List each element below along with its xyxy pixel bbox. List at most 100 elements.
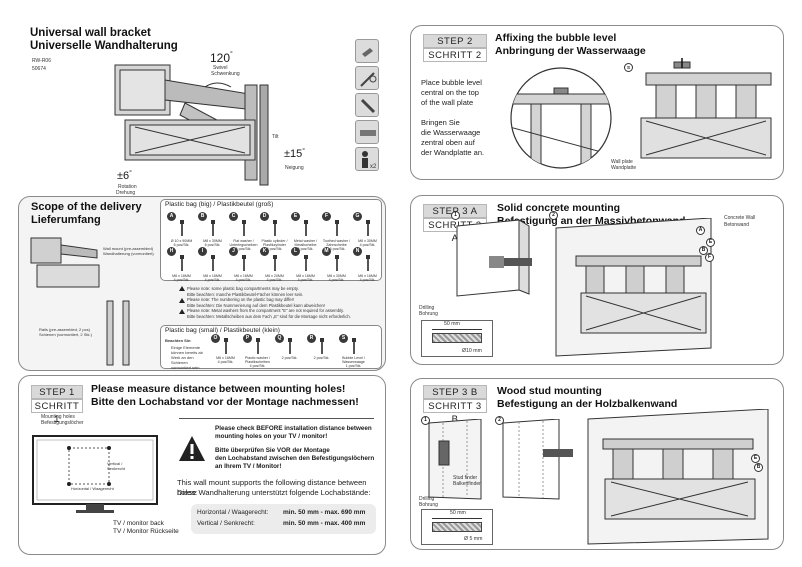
part-letter: M bbox=[322, 247, 331, 256]
tilt-angle: ±15° bbox=[284, 148, 305, 160]
tilt-degree: ° bbox=[302, 148, 306, 155]
part-qty: 4 pcs/Stk. bbox=[359, 243, 376, 248]
step3b-title-de: Befestigung an der Holzbalkenwand bbox=[497, 398, 678, 410]
rotation-angle: ±6° bbox=[117, 170, 132, 182]
holes-label-de: Befestigungslöcher bbox=[41, 420, 84, 426]
step3b-diameter: Ø 5 mm bbox=[464, 536, 483, 542]
part-label: 2 pcs/Stk. bbox=[273, 356, 306, 360]
step2-title-en: Affixing the bubble level bbox=[495, 32, 617, 44]
part-desc: M8 x 30MM bbox=[327, 274, 346, 278]
step3b-title-en: Wood stud mounting bbox=[497, 385, 602, 397]
part-icon bbox=[363, 255, 373, 271]
warning-de-line2: den Lochabstand zwischen den Befestigung… bbox=[215, 455, 375, 462]
vertical-row-label: Vertical / Senkrecht: bbox=[197, 520, 255, 527]
part-desc: Metal washer / Metallscheibe bbox=[293, 239, 318, 248]
note-text: Bitte beachten: Die Nummerierung auf dem… bbox=[187, 302, 326, 308]
warning-en-line2: mounting holes on your TV / monitor! bbox=[215, 433, 328, 440]
part-qty: 4 pcs/Stk. bbox=[328, 278, 345, 283]
part-icon bbox=[301, 255, 311, 271]
warning-text-en: Please check BEFORE installation distanc… bbox=[215, 425, 372, 441]
step3a-drill-en: Drilling bbox=[419, 305, 435, 311]
part-desc: M8 x 16MM bbox=[203, 274, 222, 278]
screwdriver-icon bbox=[355, 66, 379, 90]
part-desc: Toothed washer / Zahnscheibe bbox=[322, 239, 351, 248]
wood-mounting-illustration bbox=[587, 409, 769, 545]
holes-label-en: Mounting holes bbox=[41, 414, 75, 420]
part-letter: N bbox=[353, 247, 362, 256]
note-line: Bitte beachten: Die Nummerierung auf dem… bbox=[187, 303, 325, 308]
part-letter: A bbox=[167, 212, 176, 221]
note-line: Bitte beachten: manche Plastikbeutel-Fäc… bbox=[187, 292, 303, 297]
part-letter: O bbox=[211, 334, 220, 343]
part-marker: B bbox=[754, 463, 763, 472]
part-qty: 4 pcs/Stk. bbox=[173, 278, 190, 283]
scope-title-de: Lieferumfang bbox=[31, 214, 101, 226]
model-number-2: 50674 bbox=[32, 66, 46, 72]
rotation-angle-value: ±6 bbox=[117, 170, 130, 182]
vertical-row-value: min. 50 mm - max. 400 mm bbox=[283, 520, 366, 527]
part-desc: Ø 10 x 90MM bbox=[170, 239, 193, 243]
note-line: Please note: Metal washers from the comp… bbox=[179, 308, 344, 314]
part-icon bbox=[221, 338, 231, 354]
part-marker: A bbox=[696, 226, 705, 235]
part-icon bbox=[208, 220, 218, 236]
part-qty: 6 pcs/Stk. bbox=[173, 243, 190, 248]
step1-panel: STEP 1 SCHRITT 1 Please measure distance… bbox=[18, 375, 386, 555]
part-letter: S bbox=[339, 334, 348, 343]
note-text: Please note: some plastic bag compartmen… bbox=[187, 286, 299, 291]
rotation-label-de: Drehung bbox=[116, 190, 136, 196]
note-line: Please note: The numbering on the plasti… bbox=[179, 297, 294, 303]
step3a-depth-line bbox=[432, 329, 482, 330]
part-icon bbox=[301, 220, 311, 236]
step2-text-de-line3: zentral oben auf bbox=[421, 138, 475, 147]
part-marker: E bbox=[706, 238, 715, 247]
concrete-wall-label-en: Concrete Wall bbox=[724, 215, 756, 221]
step1-title-de: Bitte den Lochabstand vor der Montage na… bbox=[91, 396, 359, 408]
step2-text-de-line4: der Wandplatte an. bbox=[421, 148, 485, 157]
part-icon bbox=[363, 220, 373, 236]
vertical-label-de: Senkrecht bbox=[107, 466, 126, 471]
step3a-diameter: Ø10 mm bbox=[462, 348, 482, 354]
wall-plate-label-en: Wall plate bbox=[611, 159, 633, 165]
step3a-panel: STEP 3 A SCHRITT 3 A Solid concrete moun… bbox=[410, 195, 784, 365]
tv-back-label-de: TV / Monitor Rückseite bbox=[113, 528, 179, 535]
concrete-drilling-illustration bbox=[456, 219, 532, 297]
step3a-num1-visible: 1 bbox=[451, 211, 460, 220]
step3b-num2: 2 bbox=[495, 416, 504, 425]
part-desc: M6 x 16MM bbox=[172, 274, 191, 278]
two-persons-icon: x2 bbox=[355, 147, 379, 171]
part-qty: 4 pcs/Stk. bbox=[359, 278, 376, 283]
hole-distance-table: Horizontal / Waagerecht: min. 50 mm - ma… bbox=[191, 504, 376, 534]
part-icon bbox=[253, 338, 263, 354]
step3a-num2: 2 bbox=[549, 211, 558, 220]
title-en: Universal wall bracket bbox=[30, 27, 151, 39]
rotation-label-en: Rotation bbox=[118, 184, 137, 190]
note-line: Bitte beachten: Metallscheiben aus dem F… bbox=[187, 314, 351, 319]
part-icon bbox=[239, 255, 249, 271]
part-icon bbox=[270, 255, 280, 271]
part-qty: 4 pcs/Stk. bbox=[204, 278, 221, 283]
horizontal-row-label: Horizontal / Waagerecht: bbox=[197, 509, 269, 516]
part-desc: M6 x 20MM bbox=[265, 274, 284, 278]
part-qty: 4 pcs/Stk. bbox=[217, 360, 234, 365]
tilt-label-en: Tilt bbox=[272, 134, 279, 140]
part-desc: Flat washer / Unterlegscheiben bbox=[229, 239, 258, 248]
bag-small-box: Plastic bag (small) / Plastikbeutel (kle… bbox=[160, 325, 382, 370]
horizontal-label: Horizontal / Waagerecht bbox=[71, 486, 114, 491]
part-qty: 2 pcs/Stk. bbox=[313, 356, 330, 360]
part-letter: J bbox=[229, 247, 238, 256]
part-desc: Bubble Level / Wasserwaage bbox=[342, 356, 365, 365]
part-qty: 2 pcs/Stk. bbox=[281, 356, 298, 360]
